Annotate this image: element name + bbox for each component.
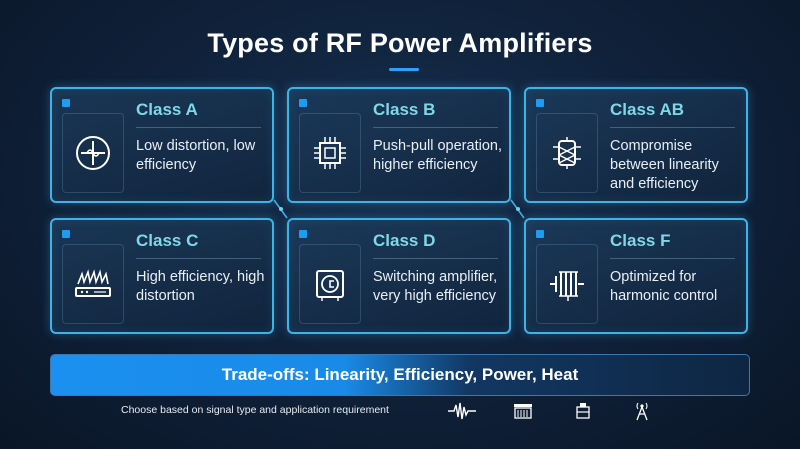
waveform-icon bbox=[448, 402, 476, 420]
heat-waves-icon bbox=[62, 244, 124, 324]
card-class-a: Class A Low distortion, low efficiency bbox=[50, 87, 274, 203]
card-title: Class C bbox=[136, 231, 199, 250]
card-title: Class AB bbox=[610, 100, 685, 119]
card-marker bbox=[62, 230, 70, 238]
card-description: Low distortion, low efficiency bbox=[136, 138, 256, 173]
tradeoffs-text: Trade-offs: Linearity, Efficiency, Power… bbox=[221, 365, 579, 384]
card-marker bbox=[299, 230, 307, 238]
card-class-b: Class B Push-pull operation, higher effi… bbox=[287, 87, 511, 203]
card-divider bbox=[136, 127, 261, 128]
card-class-f: Class F Optimized for harmonic control bbox=[524, 218, 748, 334]
coil-icon bbox=[536, 113, 598, 193]
switch-circuit-icon bbox=[299, 244, 361, 324]
card-description: Optimized for harmonic control bbox=[610, 269, 718, 304]
card-description: Push-pull operation, higher efficiency bbox=[373, 138, 502, 173]
card-divider bbox=[610, 258, 735, 259]
card-title: Class A bbox=[136, 100, 198, 119]
title-underline bbox=[389, 68, 419, 71]
harmonic-filter-icon bbox=[536, 244, 598, 324]
device-icon bbox=[514, 404, 532, 419]
tradeoffs-banner: Trade-offs: Linearity, Efficiency, Power… bbox=[50, 354, 750, 396]
footnote: Choose based on signal type and applicat… bbox=[121, 404, 389, 416]
card-description: High efficiency, high distortion bbox=[136, 269, 265, 304]
card-divider bbox=[136, 258, 261, 259]
chip-icon bbox=[299, 113, 361, 193]
card-class-d: Class D Switching amplifier, very high e… bbox=[287, 218, 511, 334]
card-title: Class F bbox=[610, 231, 671, 250]
transistor-icon bbox=[576, 403, 590, 419]
page-title: Types of RF Power Amplifiers bbox=[207, 28, 593, 58]
card-class-c: Class C High efficiency, high distortion bbox=[50, 218, 274, 334]
card-marker bbox=[62, 99, 70, 107]
card-marker bbox=[536, 99, 544, 107]
circle-crosshair-icon bbox=[62, 113, 124, 193]
card-divider bbox=[610, 127, 735, 128]
card-divider bbox=[373, 127, 498, 128]
card-description: Switching amplifier, very high efficienc… bbox=[373, 269, 498, 304]
card-class-ab: Class AB Compromise between linearity an… bbox=[524, 87, 748, 203]
card-description: Compromise between linearity and efficie… bbox=[610, 138, 719, 192]
antenna-icon bbox=[636, 402, 648, 421]
card-marker bbox=[299, 99, 307, 107]
card-title: Class D bbox=[373, 231, 436, 250]
card-title: Class B bbox=[373, 100, 436, 119]
card-divider bbox=[373, 258, 498, 259]
card-marker bbox=[536, 230, 544, 238]
